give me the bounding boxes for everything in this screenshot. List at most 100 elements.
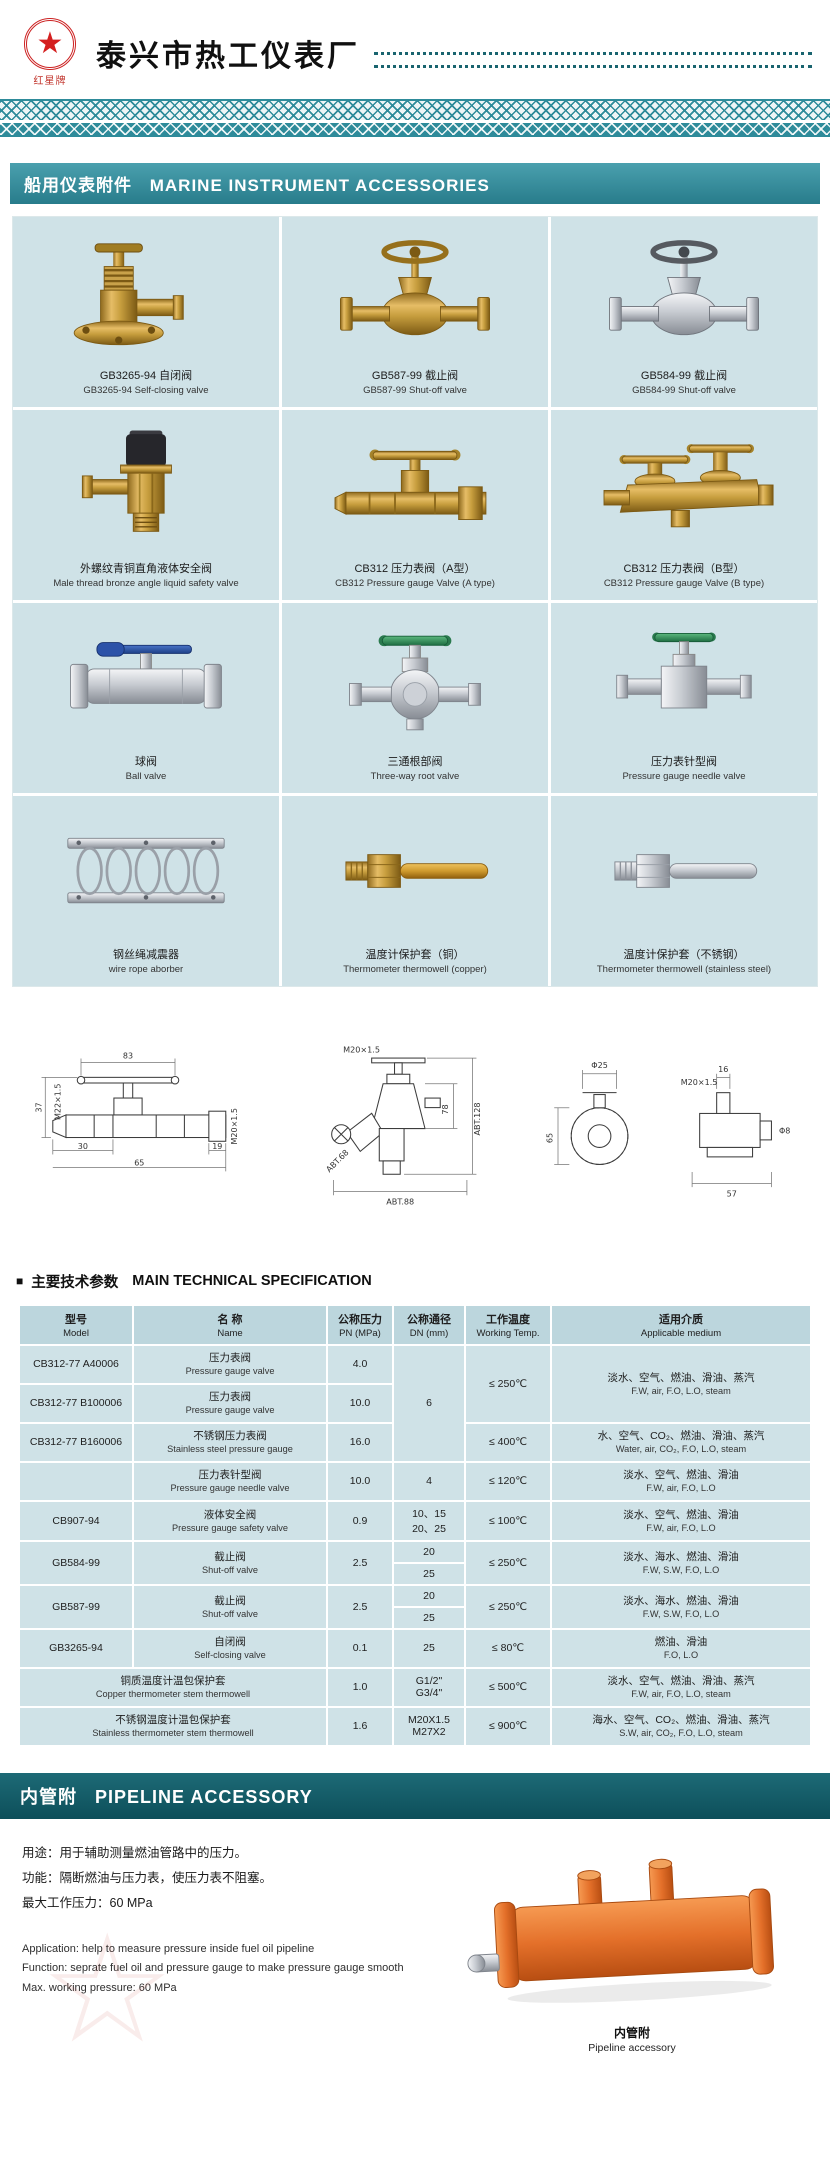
section-pipeline-header: 内管附 PIPELINE ACCESSORY [0,1772,830,1819]
product-name-en: wire rope aborber [108,963,184,975]
cell-temp: ≤ 80℃ [466,1629,550,1667]
product-caption: GB3265-94 自闭阀 GB3265-94 Self-closing val… [13,367,279,407]
cell-model: CB312-77 A40006 [20,1345,132,1383]
product-photo [13,603,279,753]
cell-pn: 2.5 [328,1585,392,1628]
cell-dn: 20 [394,1541,464,1562]
product-name-en: GB587-99 Shut-off valve [363,385,467,396]
product-card: 温度计保护套（不锈钢） Thermometer thermowell (stai… [551,795,817,986]
pipeline-line: 最大工作压力：60 MPa [22,1895,153,1910]
dimension-label: 83 [123,1051,133,1060]
product-caption: 钢丝绳减震器 wire rope aborber [13,946,279,986]
pipeline-text: 用途：用于辅助测量燃油管路中的压力。 功能：隔断燃油与压力表，使压力表不阻塞。 … [22,1837,444,2064]
product-name-zh: GB587-99 截止阀 [371,370,459,382]
spec-title-zh: 主要技术参数 [31,1274,119,1291]
cell-pn: 1.0 [328,1668,392,1706]
section-title-en: MARINE INSTRUMENT ACCESSORIES [149,176,490,195]
pipeline-text-zh: 用途：用于辅助测量燃油管路中的压力。 功能：隔断燃油与压力表，使压力表不阻塞。 … [22,1841,444,1916]
product-caption: 温度计保护套（不锈钢） Thermometer thermowell (stai… [551,946,817,986]
dimension-label: 57 [727,1190,737,1199]
product-card: 钢丝绳减震器 wire rope aborber [13,795,279,986]
product-caption: 温度计保护套（铜） Thermometer thermowell (copper… [282,946,548,986]
product-name-en: GB3265-94 Self-closing valve [83,385,209,396]
dimension-label: Φ25 [591,1061,608,1070]
product-name-zh: 压力表针型阀 [651,755,717,768]
cell-temp: ≤ 900℃ [466,1707,550,1745]
dimension-label: Φ8 [779,1126,790,1135]
product-photo [13,796,279,946]
self-closing-valve-illustration [73,243,184,346]
brass-shut-off-valve-illustration [340,240,490,336]
dimension-label: 19 [212,1141,222,1150]
cell-dn: 6 [394,1345,464,1461]
dimension-label: 65 [134,1158,144,1167]
cell-pn: 0.1 [328,1629,392,1667]
dimension-label: M20×1.5 [343,1044,380,1054]
cell-model: GB584-99 [20,1541,132,1584]
product-card: 温度计保护套（铜） Thermometer thermowell (copper… [282,795,548,986]
logo-brand-text: 红星牌 [33,76,67,87]
dotted-line [374,51,812,55]
product-photo [551,410,817,560]
product-card: CB312 压力表阀（A型） CB312 Pressure gauge Valv… [282,409,548,600]
pipeline-text-en: Application: help to measure pressure in… [22,1940,444,1999]
product-photo [282,410,548,560]
product-name-zh: GB3265-94 自闭阀 [99,370,193,382]
product-photo [551,217,817,367]
cell-temp: ≤ 250℃ [466,1345,550,1422]
cell-pn: 0.9 [328,1501,392,1540]
cell-temp: ≤ 120℃ [466,1462,550,1500]
table-row: 25 [20,1607,810,1628]
section-pipeline: 内管附 PIPELINE ACCESSORY ☆ 用途：用于辅助测量燃油管路中的… [0,1772,830,2064]
product-photo [13,410,279,560]
cell-temp: ≤ 100℃ [466,1501,550,1540]
product-caption: 球阀 Ball valve [13,753,279,793]
pipeline-line: Max. working pressure: 60 MPa [22,1982,177,1995]
product-card: 压力表针型阀 Pressure gauge needle valve [551,602,817,793]
spec-title-en: MAIN TECHNICAL SPECIFICATION [132,1273,372,1289]
product-name-zh: GB584-99 截止阀 [640,370,728,382]
section-marine: 船用仪表附件 MARINE INSTRUMENT ACCESSORIES [0,163,830,987]
product-photo [282,217,548,367]
dimension-label: M20×1.5 [230,1108,239,1144]
dotted-line [374,64,812,68]
product-name-en: Ball valve [125,770,167,782]
product-caption: 压力表针型阀 Pressure gauge needle valve [551,753,817,793]
pipeline-line: 用途：用于辅助测量燃油管路中的压力。 [22,1845,248,1860]
cell-model: CB312-77 B160006 [20,1423,132,1461]
technical-drawing-valve-a: 83 37 M22×1.5 M20×1.5 30 65 19 [35,1051,239,1171]
cell-dn: 20 [394,1585,464,1606]
product-photo [13,217,279,367]
cell-temp: ≤ 500℃ [466,1668,550,1706]
steel-shut-off-valve-illustration [609,240,759,336]
cell-model [20,1462,132,1500]
pipeline-line: Application: help to measure pressure in… [22,1942,315,1955]
product-name-zh: 钢丝绳减震器 [113,948,179,961]
cell-dn: G1/2"G3/4" [394,1668,464,1706]
product-name-en: CB312 Pressure gauge Valve (B type) [603,577,765,589]
table-row: 25 [20,1563,810,1584]
pipeline-body: 用途：用于辅助测量燃油管路中的压力。 功能：隔断燃油与压力表，使压力表不阻塞。 … [0,1819,830,2064]
decorative-band [0,99,830,137]
product-card: 外螺纹青铜直角液体安全阀 Male thread bronze angle li… [13,409,279,600]
